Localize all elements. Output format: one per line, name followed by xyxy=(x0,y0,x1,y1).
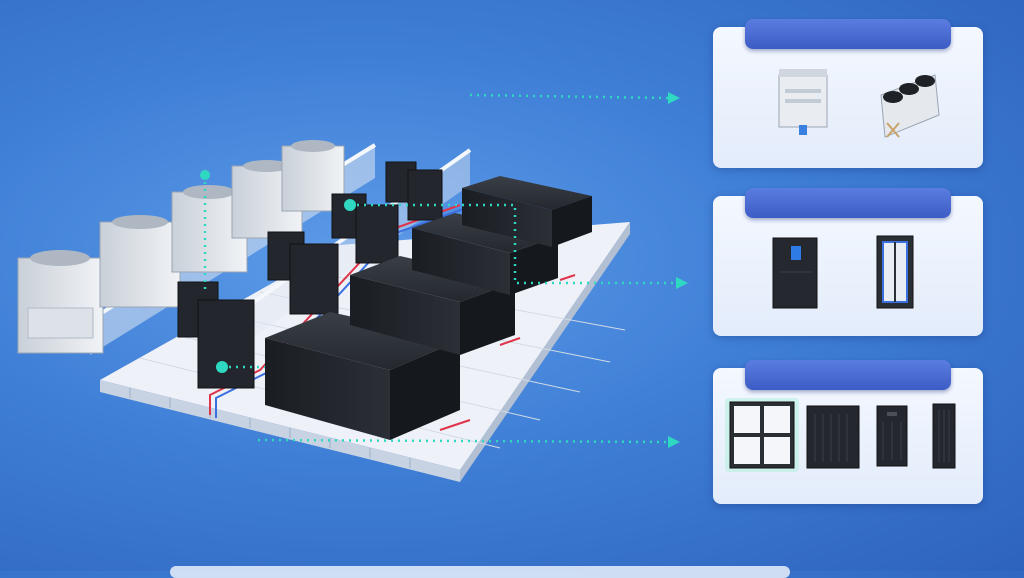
dry-cooler-icon[interactable] xyxy=(873,65,943,140)
in-row-unit-icon[interactable] xyxy=(875,404,909,470)
bottom-bar xyxy=(170,566,790,578)
cabinet-units xyxy=(177,161,443,389)
cooling-tower-icon[interactable] xyxy=(775,69,831,141)
panel-header xyxy=(745,188,951,218)
air-handler-icon[interactable] xyxy=(725,398,799,472)
panel-header xyxy=(745,19,951,49)
precision-ac-icon[interactable] xyxy=(805,404,861,470)
connector-dots xyxy=(200,92,688,448)
door-cabinet-icon[interactable] xyxy=(873,234,919,312)
equipment-panel-cooling-units xyxy=(713,188,983,336)
equipment-panel-precision-ac xyxy=(713,360,983,504)
connector-lines xyxy=(203,93,678,444)
server-rack-rows xyxy=(265,176,592,440)
chiller-cabinet-icon[interactable] xyxy=(771,236,821,312)
equipment-panel-heat-rejection xyxy=(713,19,983,168)
slim-cabinet-icon[interactable] xyxy=(931,402,957,472)
cooling-tower-row xyxy=(17,140,345,354)
panel-header xyxy=(745,360,951,390)
